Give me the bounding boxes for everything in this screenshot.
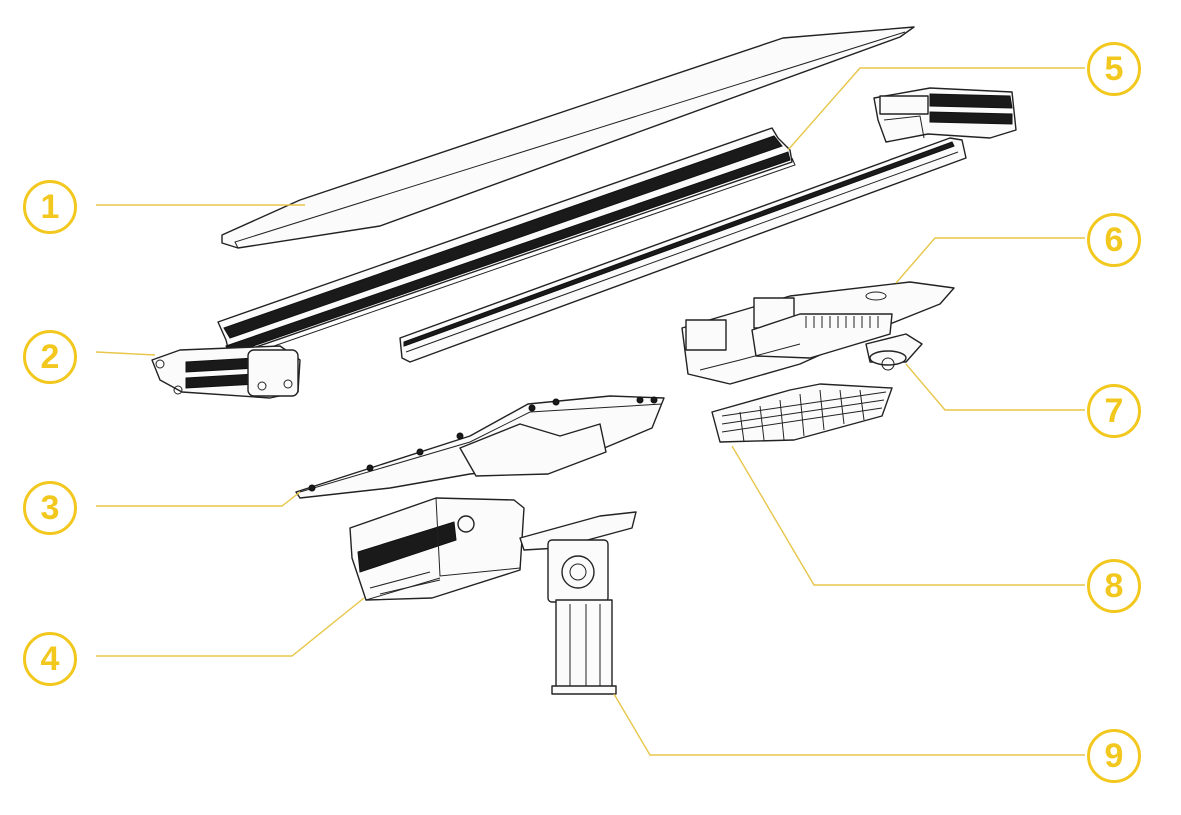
pole-bracket — [519, 511, 637, 695]
led-module — [711, 383, 893, 443]
leader-line-2 — [95, 351, 156, 356]
callout-7: 7 — [1087, 384, 1141, 438]
callout-2: 2 — [23, 330, 77, 384]
leader-line-6 — [895, 237, 1085, 284]
mounting-plate — [295, 395, 665, 499]
left-end-cap — [151, 345, 301, 399]
leader-lines — [95, 67, 1085, 756]
callout-4: 4 — [23, 632, 77, 686]
leader-line-7 — [905, 363, 1085, 411]
right-end-cap — [873, 87, 1017, 143]
lamp-housing — [681, 281, 955, 385]
callout-3: 3 — [23, 481, 77, 535]
heatsink-frame — [217, 127, 796, 363]
leader-line-3 — [96, 491, 301, 507]
callout-1: 1 — [23, 180, 77, 234]
callout-6: 6 — [1087, 213, 1141, 267]
leader-line-5 — [787, 67, 1085, 151]
leader-line-4 — [96, 597, 365, 657]
leader-line-8 — [731, 445, 1085, 586]
callout-9: 9 — [1087, 729, 1141, 783]
callout-5: 5 — [1087, 42, 1141, 96]
leader-line-9 — [613, 693, 1085, 756]
battery-box — [349, 497, 525, 601]
rail-bar — [399, 137, 967, 363]
sensor-module — [865, 333, 923, 371]
solar-panel — [221, 26, 915, 249]
callout-8: 8 — [1087, 559, 1141, 613]
